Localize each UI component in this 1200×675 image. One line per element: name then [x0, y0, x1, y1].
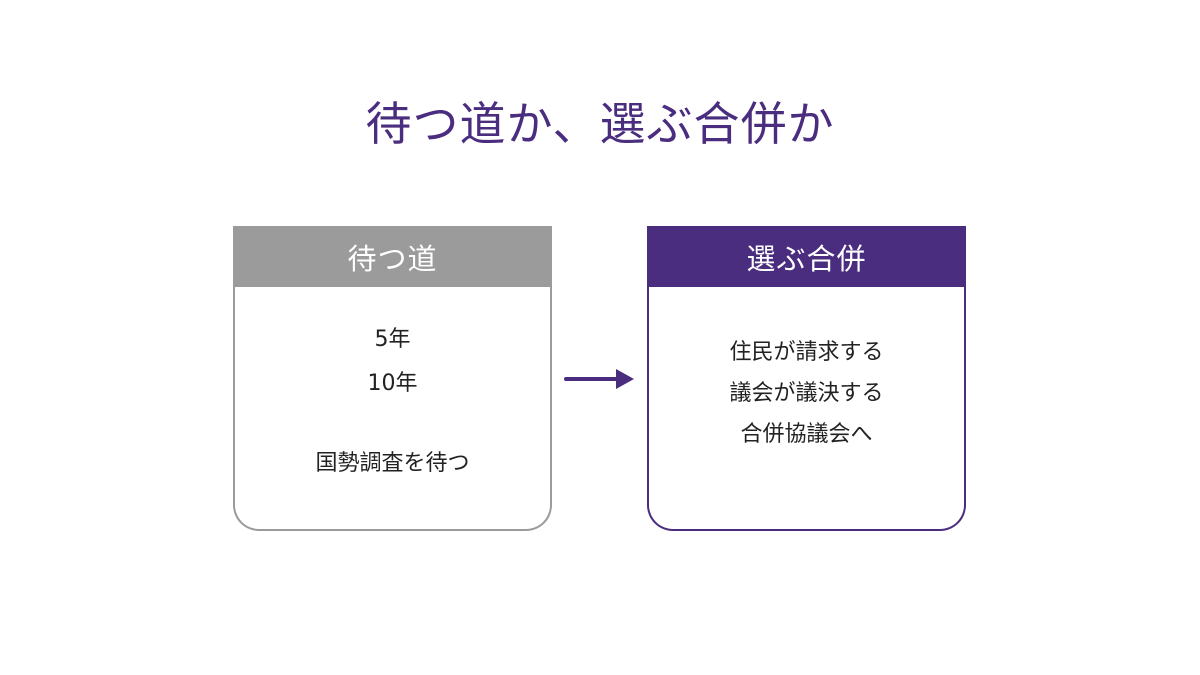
- merge-card-line: 合併協議会へ: [740, 422, 873, 447]
- slide-title: 待つ道か、選ぶ合併か: [365, 97, 835, 151]
- merge-card-body: 住民が請求する 議会が議決する 合併協議会へ: [649, 332, 964, 455]
- wait-card-body: 5年 10年 国勢調査を待つ: [235, 318, 550, 486]
- merge-card: 選ぶ合併 住民が請求する 議会が議決する 合併協議会へ: [647, 226, 966, 531]
- wait-card-header: 待つ道: [233, 226, 552, 287]
- merge-card-header: 選ぶ合併: [647, 226, 966, 287]
- wait-card-line: 10年: [367, 371, 418, 396]
- wait-card: 待つ道 5年 10年 国勢調査を待つ: [233, 226, 552, 531]
- merge-card-line: 議会が議決する: [729, 381, 884, 406]
- right-arrow-icon: [564, 369, 634, 389]
- wait-card-line: 国勢調査を待つ: [315, 451, 470, 476]
- wait-card-spacer: [235, 406, 550, 442]
- merge-card-line: 住民が請求する: [729, 340, 884, 365]
- wait-card-line: 5年: [374, 327, 411, 352]
